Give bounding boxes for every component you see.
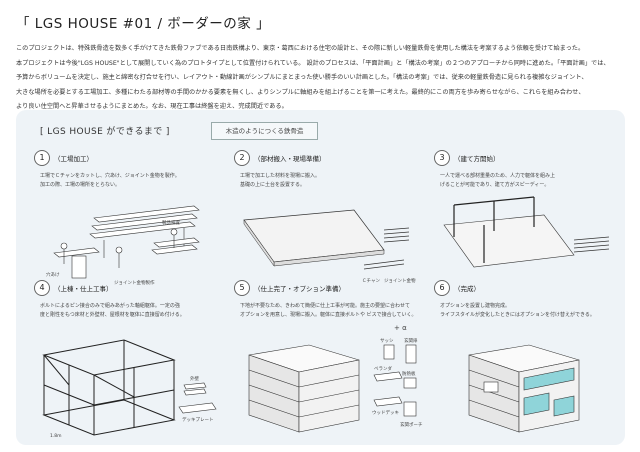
erection-illustration: [443, 196, 610, 268]
intro-line: 本プロジェクトは今後"LGS HOUSE"として展開していく為のプロトタイプとし…: [16, 59, 610, 67]
step-description: 下地が不要なため、きわめて簡便に仕上工事が可能。施主の要望に合わせて オプション…: [240, 302, 420, 320]
step-label: + α: [394, 324, 407, 332]
step-6: 6 （完成） オプションを設置し建物完成。 ライフスタイルが変化したときにはオプ…: [434, 280, 624, 440]
step-description-line: 一人で運べる部材重量のため、人力で躯体を組み上: [440, 173, 556, 179]
step-label: ベランダ: [374, 365, 392, 372]
step-title: （部材搬入・現場準備）: [254, 155, 326, 163]
step-description-line: 基礎の上に土台を設置する。: [240, 182, 306, 188]
step-number: 6: [434, 280, 450, 296]
step-description: ボルトによるピン接合のみで組みあがった軸組躯体。一定の強 度と剛性をもつ床材と外…: [40, 302, 220, 320]
step-description: 工場で加工した材料を現場に搬入。 基礎の上に土台を設置する。: [240, 172, 420, 190]
completed-house-illustration: [468, 344, 580, 433]
step-label: 防熱板: [402, 370, 416, 377]
step-title: （上棟・仕上工事）: [54, 285, 113, 293]
site-illustration: Ｃチャン ジョイント金物: [243, 209, 416, 284]
step-3: 3 （建て方開始） 一人で運べる部材重量のため、人力で躯体を組み上 げることが可…: [434, 150, 624, 290]
intro-line: 大きな場所を必要とする工場加工、多種にわたる部材等の手間のかかる要素を無くし、よ…: [16, 88, 585, 96]
panel-heading: [ LGS HOUSE ができるまで ]: [40, 127, 170, 137]
step-number: 1: [34, 150, 50, 166]
step-description-line: オプションを設置し建物完成。: [440, 303, 511, 309]
step-description: オプションを設置し建物完成。 ライフスタイルが変化したときにはオプションを付け替…: [440, 302, 620, 320]
step-label: ウッドデッキ: [372, 409, 399, 416]
step-title: （工場加工）: [54, 155, 93, 163]
step-description-line: げることが可能であり、建て方がスピーディー。: [440, 182, 550, 188]
step-label: 玄関扉: [404, 337, 418, 344]
step-description-line: 工場でＣチャンをカットし、穴あけ、ジョイント金物を製作。: [40, 173, 180, 179]
step-label: Ｃチャン: [362, 278, 380, 284]
intro-line: 予算からボリュームを決定し、施主と綿密な打合せを行い、レイアウト・動線計画がシン…: [16, 74, 588, 82]
step-description-line: ライフスタイルが変化したときにはオプションを付け替えができる。: [440, 312, 595, 318]
intro-line: このプロジェクトは、特殊鉄骨造を数多く手がけてきた鉄骨ファブである日南鉄構より、…: [16, 45, 585, 52]
factory-illustration: 製品検査 穴あけ ジョイント金物製作: [46, 205, 200, 286]
step-label: 玄関ポーチ: [400, 421, 423, 428]
step-description-line: 加工の際、工場の場所をとらない。: [40, 182, 121, 188]
step-label: 製品検査: [162, 219, 180, 226]
step-label: 1.8m: [50, 433, 62, 439]
step-label: サッシ: [380, 338, 394, 344]
intro-line: より良い住空間へと昇華させるようにまとめた。なお、現在工事は終盤を迎え、完成間近…: [16, 103, 288, 111]
step-title: （仕上完了・オプション準備）: [254, 285, 345, 293]
step-label: 穴あけ: [46, 271, 60, 278]
step-number: 2: [234, 150, 250, 166]
step-description-line: 下地が不要なため、きわめて簡便に仕上工事が可能。施主の要望に合わせて: [240, 303, 411, 309]
step-description-line: オプションを用意し、現場に搬入。躯体に直接ボルトや ビスで接合していく。: [240, 312, 417, 318]
step-description-line: ボルトによるピン接合のみで組みあがった軸組躯体。一定の強: [40, 303, 180, 309]
step-label: ジョイント金物製作: [114, 279, 155, 286]
step-2: 2 （部材搬入・現場準備） 工場で加工した材料を現場に搬入。 基礎の上に土台を設…: [234, 150, 424, 290]
process-panel: [ LGS HOUSE ができるまで ] 木造のようにつくる鉄骨造 1 （工場加…: [16, 110, 625, 445]
step-title: （完成）: [454, 285, 480, 293]
step-description: 一人で運べる部材重量のため、人力で躯体を組み上 げることが可能であり、建て方がス…: [440, 172, 620, 190]
step-label: デッキプレート: [182, 416, 214, 423]
finishing-illustration: + α サッシ 玄関扉 ベランダ 防熱板 ウッドデッキ 玄関ポーチ: [248, 324, 423, 433]
step-title: （建て方開始）: [454, 155, 500, 163]
step-number: 5: [234, 280, 250, 296]
panel-tag: 木造のようにつくる鉄骨造: [211, 122, 318, 140]
step-description-line: 工場で加工した材料を現場に搬入。: [240, 173, 321, 179]
intro-text: このプロジェクトは、特殊鉄骨造を数多く手がけてきた鉄骨ファブである日南鉄構より、…: [16, 42, 626, 115]
step-description: 工場でＣチャンをカットし、穴あけ、ジョイント金物を製作。 加工の際、工場の場所を…: [40, 172, 220, 190]
page-title: 「 LGS HOUSE #01 / ボーダーの家 」: [16, 16, 271, 32]
step-label: ジョイント金物: [384, 277, 416, 284]
step-1: 1 （工場加工） 工場でＣチャンをカットし、穴あけ、ジョイント金物を製作。 加工…: [34, 150, 224, 290]
frame-illustration: 1.8m 外壁 デッキプレート: [42, 339, 217, 439]
step-description-line: 度と剛性をもつ床材と外壁材、屋根材を躯体に直接留め付ける。: [40, 312, 185, 318]
step-5: 5 （仕上完了・オプション準備） 下地が不要なため、きわめて簡便に仕上工事が可能…: [234, 280, 424, 440]
step-number: 4: [34, 280, 50, 296]
step-label: 外壁: [190, 375, 199, 382]
step-number: 3: [434, 150, 450, 166]
step-4: 4 （上棟・仕上工事） ボルトによるピン接合のみで組みあがった軸組躯体。一定の強…: [34, 280, 224, 440]
